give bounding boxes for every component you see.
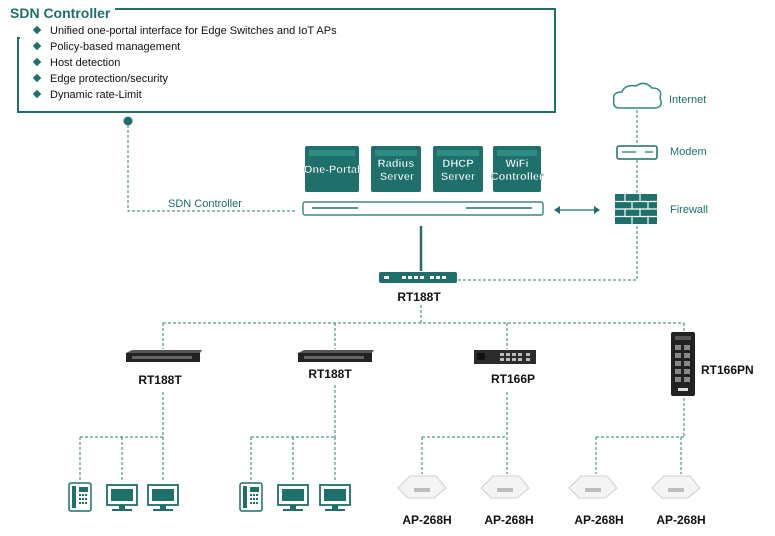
access-point-icon <box>480 475 530 499</box>
core-switch: RT188T <box>379 272 457 304</box>
modem: Modem <box>616 145 707 160</box>
server-icon <box>433 146 483 192</box>
bullet-icon <box>32 57 42 67</box>
server-label-2: Controller <box>491 171 544 183</box>
server-label: One-Portal <box>304 164 360 176</box>
ip-phone <box>239 482 263 512</box>
access-links <box>79 385 685 482</box>
server-icon <box>493 146 541 192</box>
switch-icon <box>474 350 536 364</box>
internet-cloud: Internet <box>612 82 706 109</box>
monitor-icon <box>319 484 351 511</box>
feature-text: Dynamic rate-Limit <box>50 89 142 101</box>
din-rail-switch-icon <box>671 332 695 396</box>
bullet-icon <box>32 41 42 51</box>
link-endpoint-icon <box>123 116 133 126</box>
edge-switch-4: RT166PN <box>671 332 754 396</box>
feature-text: Unified one-portal interface for Edge Sw… <box>50 25 337 37</box>
server-label-2: Server <box>441 171 476 183</box>
access-point-2: AP-268H <box>480 475 534 527</box>
internet-label: Internet <box>669 94 706 106</box>
bullet-icon <box>32 73 42 83</box>
ap-label: AP-268H <box>484 513 533 527</box>
firewall-core-link <box>458 226 638 281</box>
server-one-portal: One-Portal <box>304 146 360 192</box>
pc-monitor <box>106 484 138 511</box>
pc-monitor <box>277 484 309 511</box>
server-icon <box>371 146 421 192</box>
server-label: Radius <box>378 158 415 170</box>
access-point-icon <box>651 475 701 499</box>
feature-item: Host detection <box>32 57 120 69</box>
server-switch-bar <box>302 201 544 216</box>
sdn-link-label: SDN Controller <box>168 198 242 210</box>
pc-monitor <box>319 484 351 511</box>
sdn-controller-title: SDN Controller <box>10 5 111 21</box>
switch-icon <box>126 350 202 362</box>
server-radius: Radius Server <box>371 146 421 192</box>
edge-switch-3: RT166P <box>474 350 536 386</box>
ap-label: AP-268H <box>402 513 451 527</box>
feature-item: Edge protection/security <box>32 73 169 85</box>
edge-switch-label: RT188T <box>138 373 182 387</box>
bullet-icon <box>32 25 42 35</box>
pc-monitor <box>147 484 179 511</box>
sdn-controller-box: SDN Controller <box>10 5 556 113</box>
access-point-4: AP-268H <box>651 475 706 527</box>
edge-switch-1: RT188T <box>126 350 202 387</box>
server-wifi-controller: WiFi Controller <box>491 146 544 192</box>
feature-list: Unified one-portal interface for Edge Sw… <box>32 25 337 101</box>
monitor-icon <box>147 484 179 511</box>
cloud-icon <box>612 82 662 109</box>
sdn-controller-link: SDN Controller <box>123 116 295 212</box>
feature-text: Policy-based management <box>50 41 180 53</box>
core-switch-label: RT188T <box>397 290 441 304</box>
modem-icon <box>616 145 658 160</box>
edge-switch-label: RT166P <box>491 372 535 386</box>
access-point-3: AP-268H <box>568 475 624 527</box>
access-point-1: AP-268H <box>397 475 452 527</box>
distribution-links <box>162 305 685 349</box>
firewall-label: Firewall <box>670 204 708 216</box>
ip-phone <box>68 482 92 512</box>
server-label: DHCP <box>442 158 473 170</box>
access-point-icon <box>397 475 447 499</box>
firewall: Firewall <box>615 194 708 224</box>
feature-item: Dynamic rate-Limit <box>32 89 142 101</box>
monitor-icon <box>106 484 138 511</box>
modem-label: Modem <box>670 146 707 158</box>
phone-icon <box>68 482 92 512</box>
server-dhcp: DHCP Server <box>433 146 483 192</box>
firewall-icon <box>615 194 657 224</box>
edge-switch-label: RT188T <box>308 367 352 381</box>
phone-icon <box>239 482 263 512</box>
ap-label: AP-268H <box>656 513 705 527</box>
switch-icon <box>298 350 374 362</box>
bullet-icon <box>32 89 42 99</box>
feature-item: Unified one-portal interface for Edge Sw… <box>32 25 337 37</box>
server-label-2: Server <box>380 171 415 183</box>
server-label: WiFi <box>505 158 528 170</box>
server-icon <box>305 146 359 192</box>
feature-item: Policy-based management <box>32 41 180 53</box>
access-point-icon <box>568 475 618 499</box>
edge-switch-label: RT166PN <box>701 363 754 377</box>
ap-label: AP-268H <box>574 513 623 527</box>
monitor-icon <box>277 484 309 511</box>
edge-switch-2: RT188T <box>298 350 374 381</box>
feature-text: Host detection <box>50 57 120 69</box>
feature-text: Edge protection/security <box>50 73 169 85</box>
bidirectional-arrow-icon <box>554 206 600 214</box>
